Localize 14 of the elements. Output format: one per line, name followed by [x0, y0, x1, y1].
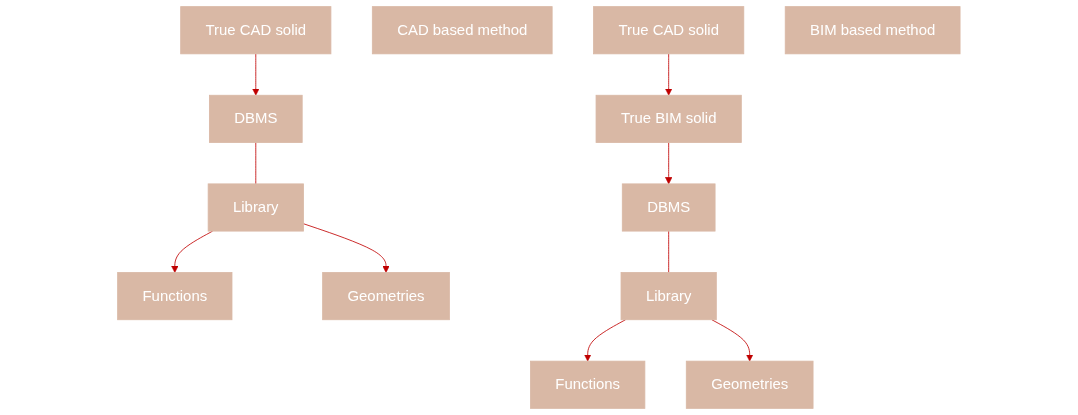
node-box: Geometries [686, 360, 814, 409]
node-box: BIM based method [784, 6, 961, 55]
node-box: Functions [117, 272, 233, 321]
node-box: True CAD solid [180, 6, 332, 55]
connector [668, 230, 670, 273]
node-box: Library [620, 272, 717, 321]
node-box: Functions [530, 360, 646, 409]
node-box: True BIM solid [595, 94, 742, 143]
node-box: CAD based method [372, 6, 553, 55]
node-box: DBMS [209, 94, 303, 143]
node-box: Library [207, 183, 304, 232]
node-box: DBMS [622, 183, 716, 232]
node-box: Geometries [322, 272, 450, 321]
node-box: True CAD solid [593, 6, 745, 55]
